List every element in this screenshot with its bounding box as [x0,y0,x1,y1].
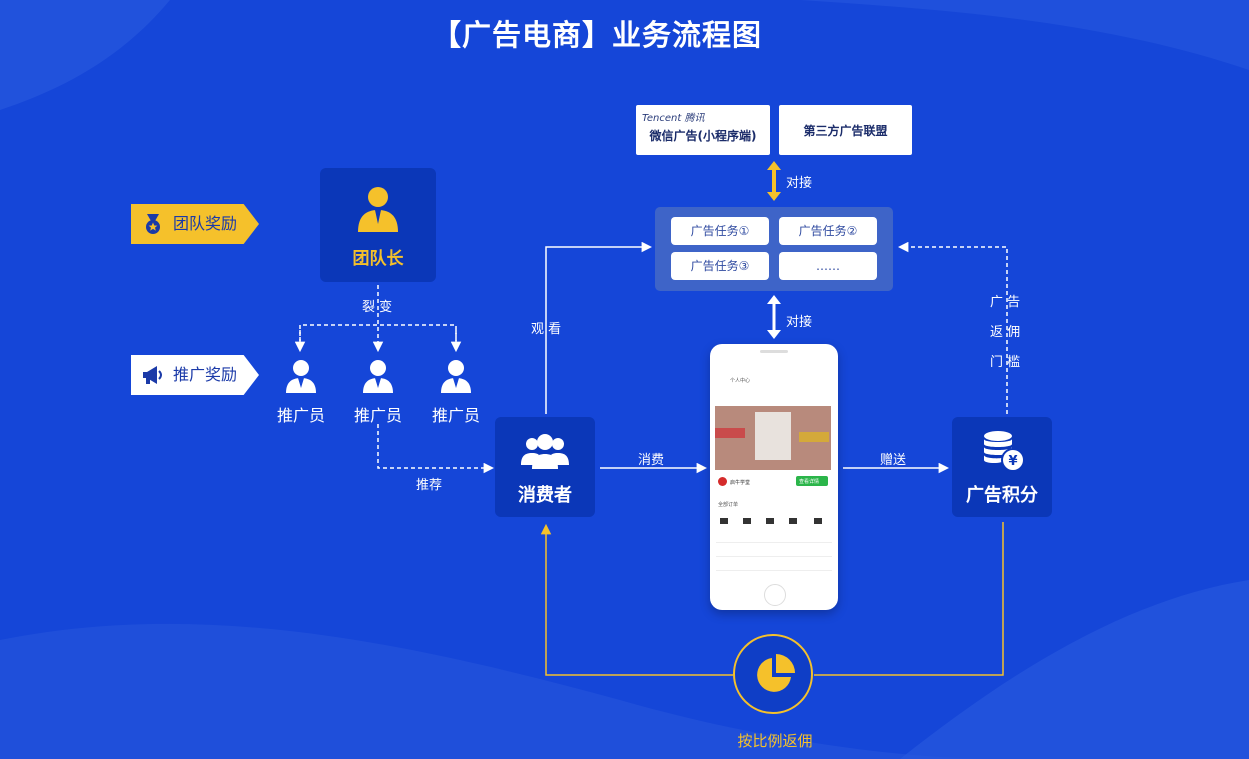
recommend-label: 推荐 [416,478,443,493]
third-party-ads-label: 第三方广告联盟 [803,124,888,138]
group-icon [521,434,569,469]
wechat-ads-box: Tencent 腾讯 微信广告(小程序端) [636,105,770,155]
promoter-2: 推广员 [346,358,410,426]
watch-line [545,241,653,414]
team-reward-label: 团队奖励 [173,214,238,233]
phone-video [715,406,831,470]
phone-speaker [760,350,788,353]
ad-points-node: ¥ 广告积分 [952,417,1052,517]
coins-icon: ¥ [984,431,1025,472]
brand-logo [718,477,727,486]
recommend-line [377,424,495,474]
threshold-label-2: 返 佣 [990,325,1021,340]
ad-points-label: 广告积分 [966,485,1038,506]
team-reward-tag: 团队奖励 [131,204,259,244]
phone-orders: 全部订单 [718,502,739,508]
promoter-label: 推广员 [353,406,402,425]
watch-label: 观 看 [531,322,562,337]
ad-task-panel: 广告任务① 广告任务② 广告任务③ …… [655,207,893,291]
wechat-ads-label: 微信广告(小程序端) [649,129,757,143]
threshold-label-1: 广 告 [990,295,1021,310]
person-icon [363,360,393,393]
ad-task-2: 广告任务② [779,217,877,245]
leader-icon [358,187,398,232]
tencent-logo: Tencent 腾讯 [642,113,705,124]
consumer-label: 消费者 [518,485,572,506]
phone-order-icons [718,516,830,528]
threshold-line [897,241,1008,414]
svg-text:¥: ¥ [1008,454,1017,469]
dock-label-mid: 对接 [786,315,813,330]
ratio-commission-label: 按比例返佣 [737,732,813,750]
promo-reward-label: 推广奖励 [173,365,238,384]
promoter-label: 推广员 [276,406,325,425]
team-leader-node: 团队长 [320,168,436,282]
dock-label-top: 对接 [786,176,813,191]
phone-mockup: 个人中心 启牛学堂 查看详情 全部订单 [710,344,838,610]
phone-home-button [764,584,786,606]
medal-icon [146,214,160,234]
promoter-3: 推广员 [424,358,488,426]
fission-label: 裂 变 [362,300,393,315]
ad-task-1: 广告任务① [671,217,769,245]
person-icon [441,360,471,393]
promoter-1: 推广员 [269,358,333,426]
phone-brand: 启牛学堂 [730,480,751,486]
phone-detail-button[interactable]: 查看详情 [796,476,828,486]
ad-task-more: …… [779,252,877,280]
ad-task-3: 广告任务③ [671,252,769,280]
third-party-ads-box: 第三方广告联盟 [779,105,912,155]
leader-label: 团队长 [352,249,404,269]
threshold-label-3: 门 槛 [990,355,1021,370]
page-title: 【广告电商】业务流程图 [432,18,763,52]
consume-label: 消费 [638,453,665,468]
promoter-label: 推广员 [431,406,480,425]
phone-header-title: 个人中心 [730,378,751,384]
pie-chart-icon [757,654,795,692]
ratio-loop-line [814,522,1004,676]
ratio-commission-node [733,634,813,714]
gift-label: 赠送 [880,453,907,468]
person-icon [286,360,316,393]
megaphone-icon [143,366,162,384]
consumer-node: 消费者 [495,417,595,517]
promo-reward-tag: 推广奖励 [131,355,259,395]
